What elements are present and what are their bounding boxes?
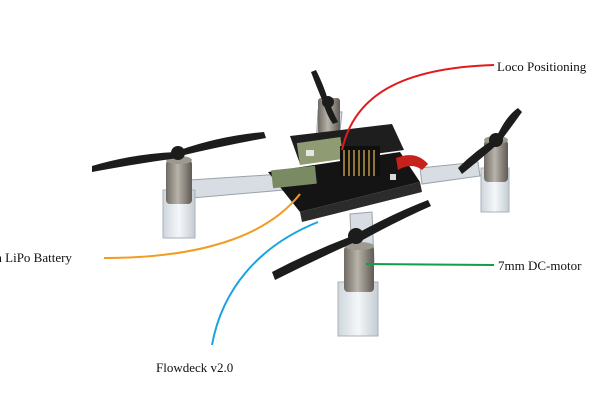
motor-front [337, 242, 379, 337]
propeller-front [272, 200, 431, 280]
battery-callout-line [103, 193, 301, 259]
propeller-back-left [92, 132, 266, 172]
flowdeck-callout-line [211, 221, 319, 346]
lipo-battery-label: Ah LiPo Battery [0, 250, 72, 265]
propeller-back-right [458, 108, 522, 174]
motor-back-left [162, 156, 196, 239]
drone-photo [92, 70, 522, 337]
dc-motor-label: 7mm DC-motor [498, 258, 582, 273]
loco-positioning-label: Loco Positioning [497, 59, 587, 74]
flowdeck-label: Flowdeck v2.0 [156, 360, 234, 375]
loco-callout-line [341, 64, 495, 151]
propeller-rear [311, 70, 338, 124]
main-board [268, 124, 428, 222]
callout-lines [103, 64, 495, 346]
motor-callout-line [365, 263, 495, 266]
